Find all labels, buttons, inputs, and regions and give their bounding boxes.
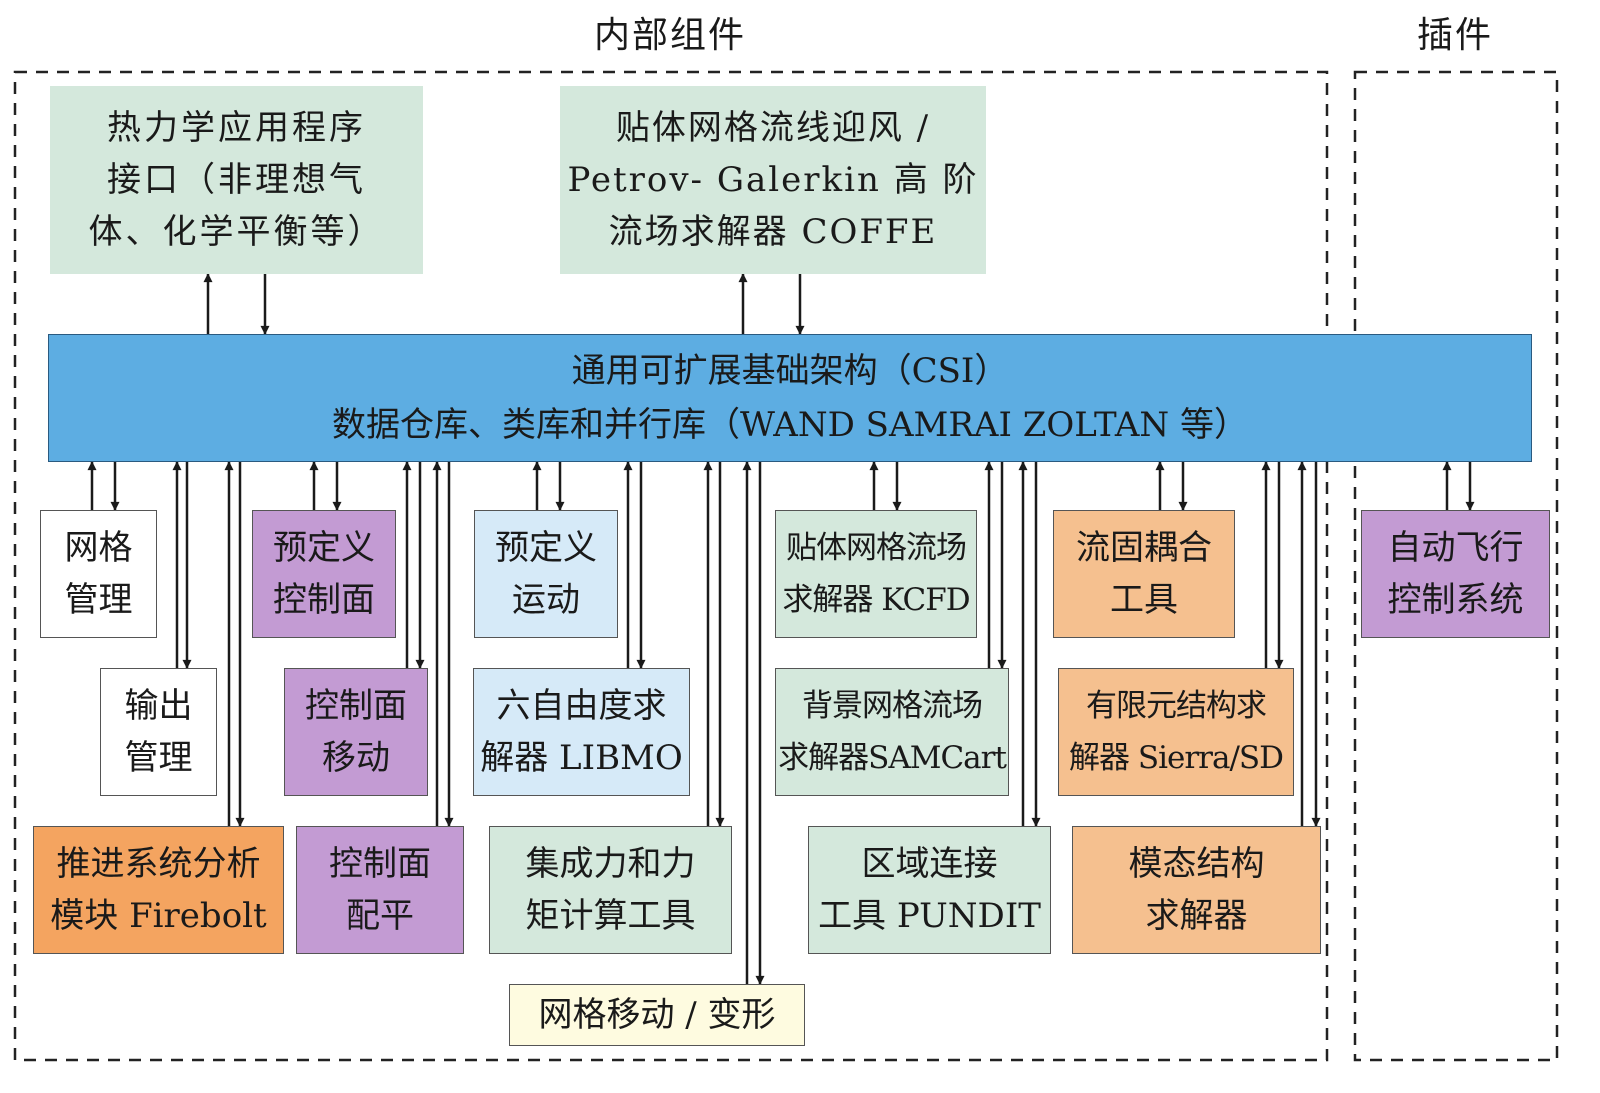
predef-ctrl-line-2: 控制面 <box>273 580 375 620</box>
control-surface-trim-box: 控制面 配平 <box>296 826 464 954</box>
predefined-control-surface-box: 预定义 控制面 <box>252 510 396 638</box>
flight-ctrl-line-1: 自动飞行 <box>1387 528 1524 568</box>
ctrl-trim-line-2: 配平 <box>346 896 414 936</box>
grid-management-box: 网格 管理 <box>40 510 157 638</box>
ctrl-trim-line-1: 控制面 <box>329 844 431 884</box>
plugin-frame <box>1353 70 1559 1062</box>
modal-line-1: 模态结构 <box>1128 844 1265 884</box>
predef-ctrl-line-1: 预定义 <box>273 528 375 568</box>
firebolt-line-1: 推进系统分析 <box>56 844 261 884</box>
internal-components-title: 内部组件 <box>593 15 746 56</box>
force-moment-tool-box: 集成力和力 矩计算工具 <box>489 826 732 954</box>
output-management-box: 输出 管理 <box>100 668 217 796</box>
control-surface-move-box: 控制面 移动 <box>284 668 428 796</box>
flight-ctrl-line-2: 控制系统 <box>1387 580 1524 620</box>
kcfd-line-2: 求解器 KCFD <box>782 582 970 618</box>
libmo-line-1: 六自由度求 <box>496 686 667 726</box>
coffe-solver-box: 贴体网格流线迎风 / Petrov- Galerkin 高 阶 流场求解器 CO… <box>560 86 986 274</box>
pundit-line-1: 区域连接 <box>861 844 998 884</box>
thermo-line-1: 热力学应用程序 <box>107 108 366 148</box>
modal-line-2: 求解器 <box>1145 896 1248 936</box>
thermo-line-2: 接口（非理想气 <box>107 160 366 200</box>
sierra-solver-box: 有限元结构求 解器 Sierra/SD <box>1058 668 1294 796</box>
mesh-deformation-box: 网格移动 / 变形 <box>509 984 805 1046</box>
firebolt-line-2: 模块 Firebolt <box>50 896 267 936</box>
ctrl-move-line-2: 移动 <box>322 738 390 778</box>
samcart-solver-box: 背景网格流场 求解器SAMCart <box>775 668 1009 796</box>
grid-mgmt-line-1: 网格 <box>64 528 133 568</box>
connector-arrows <box>87 273 1475 985</box>
kcfd-solver-box: 贴体网格流场 求解器 KCFD <box>775 510 977 638</box>
force-moment-line-1: 集成力和力 <box>525 844 696 884</box>
sierra-line-2: 解器 Sierra/SD <box>1068 740 1284 776</box>
predefined-motion-box: 预定义 运动 <box>474 510 618 638</box>
predef-motion-line-2: 运动 <box>512 580 580 620</box>
coffe-line-1: 贴体网格流线迎风 / <box>615 108 931 148</box>
thermo-interface-box: 热力学应用程序 接口（非理想气 体、化学平衡等） <box>50 86 423 274</box>
internal-components-frame <box>13 70 1329 1062</box>
sierra-line-1: 有限元结构求 <box>1086 688 1267 724</box>
csi-infrastructure-bus: 通用可扩展基础架构（CSI） 数据仓库、类库和并行库（WAND SAMRAI Z… <box>48 334 1532 462</box>
output-mgmt-line-2: 管理 <box>124 738 193 778</box>
mesh-deform-label: 网格移动 / 变形 <box>538 995 776 1035</box>
output-mgmt-line-1: 输出 <box>124 686 193 726</box>
plugin-title: 插件 <box>1416 15 1493 56</box>
grid-mgmt-line-2: 管理 <box>64 580 133 620</box>
ctrl-move-line-1: 控制面 <box>305 686 407 726</box>
firebolt-module-box: 推进系统分析 模块 Firebolt <box>33 826 284 954</box>
thermo-line-3: 体、化学平衡等） <box>88 212 385 252</box>
csi-libraries: 数据仓库、类库和并行库（WAND SAMRAI ZOLTAN 等） <box>332 405 1248 445</box>
fsi-line-1: 流固耦合 <box>1076 528 1212 568</box>
samcart-line-2: 求解器SAMCart <box>778 740 1007 776</box>
coffe-line-3: 流场求解器 COFFE <box>608 212 938 252</box>
csi-title: 通用可扩展基础架构（CSI） <box>571 351 1009 391</box>
libmo-line-2: 解器 LIBMO <box>480 738 683 778</box>
samcart-line-1: 背景网格流场 <box>802 688 983 724</box>
predef-motion-line-1: 预定义 <box>495 528 597 568</box>
pundit-line-2: 工具 PUNDIT <box>818 896 1041 936</box>
force-moment-line-2: 矩计算工具 <box>525 896 696 936</box>
coffe-line-2: Petrov- Galerkin 高 阶 <box>567 160 979 200</box>
fsi-tool-box: 流固耦合 工具 <box>1053 510 1235 638</box>
pundit-tool-box: 区域连接 工具 PUNDIT <box>808 826 1051 954</box>
libmo-solver-box: 六自由度求 解器 LIBMO <box>473 668 690 796</box>
fsi-line-2: 工具 <box>1110 580 1178 620</box>
modal-solver-box: 模态结构 求解器 <box>1072 826 1321 954</box>
flight-control-system-box: 自动飞行 控制系统 <box>1361 510 1550 638</box>
kcfd-line-1: 贴体网格流场 <box>786 530 967 566</box>
